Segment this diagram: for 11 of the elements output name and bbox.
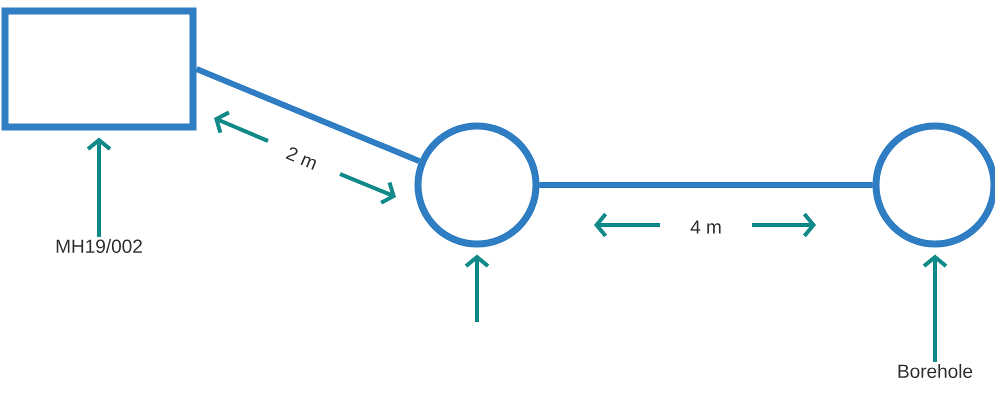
- arrow: [922, 254, 948, 362]
- node-label: MH19/002: [56, 239, 142, 253]
- arrow: [86, 138, 112, 237]
- rectangle-box: [2, 8, 196, 130]
- arrow: [464, 254, 490, 322]
- connector-line: [195, 66, 420, 164]
- connector-line: [540, 182, 872, 188]
- circle-node: [414, 122, 540, 248]
- dimension-label: 4 m: [690, 220, 721, 234]
- dimension-label: 2 m: [286, 147, 316, 170]
- node-label: Borehole: [898, 364, 972, 378]
